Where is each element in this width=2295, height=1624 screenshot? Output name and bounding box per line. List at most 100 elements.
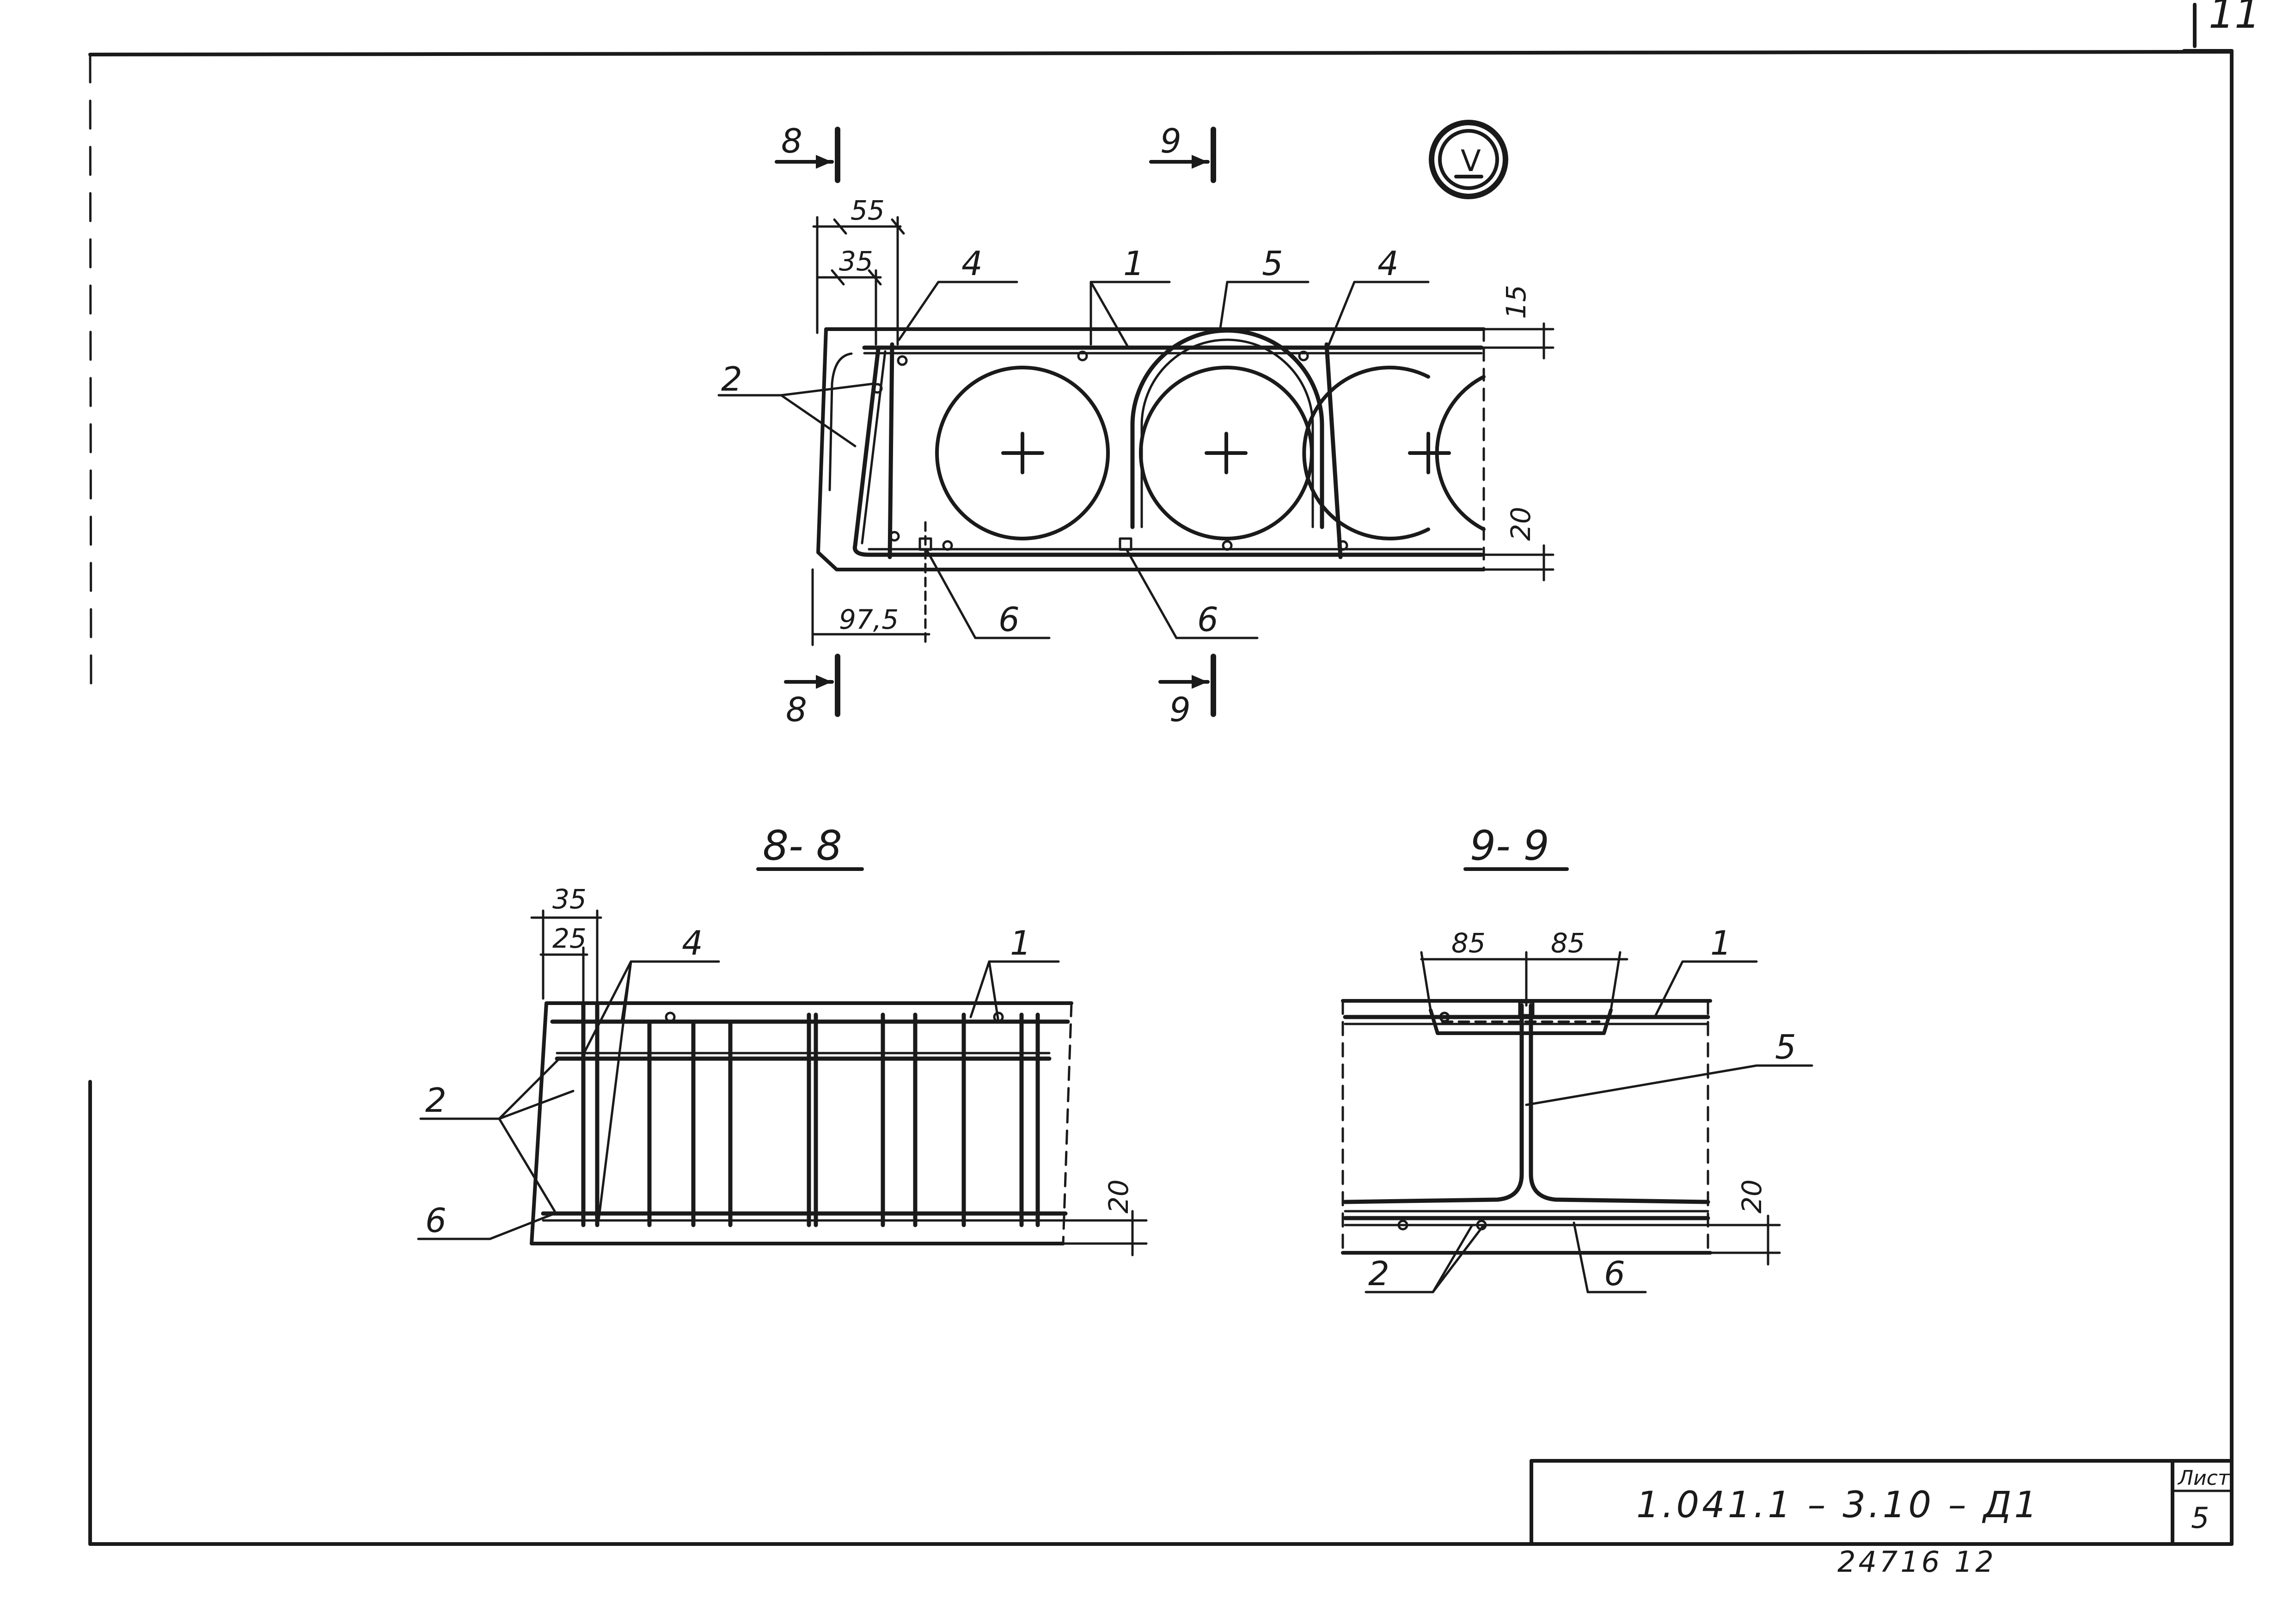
slab-cross-section: 8 9 8 9 55 35 15 20 (717, 122, 1554, 729)
vertical-bar-4-left (887, 342, 894, 559)
callout-5-label: 5 (1262, 244, 1283, 283)
s9-callout-5-leader (1525, 1064, 1813, 1106)
callout-6b-label: 6 (1197, 600, 1218, 639)
drawing-designation: 1.041.1 – 3.10 – Д1 (1636, 1484, 2040, 1526)
s9-callout-6-label: 6 (1604, 1254, 1625, 1293)
s9-dim-85-ext-left (1420, 951, 1432, 1011)
dim-35-tick-b (868, 269, 882, 286)
dim-55-tick-b (891, 218, 905, 235)
section-8-8-title: 8- 8 (763, 822, 842, 870)
callout-5-leader (1219, 281, 1310, 330)
s9-dim-20-label: 20 (1736, 1179, 1768, 1213)
bar-dot (1222, 540, 1233, 551)
bar-dot (942, 540, 953, 551)
section-8-bottom-arrowhead (816, 675, 832, 689)
s8-callout-2-leader-c (498, 1117, 556, 1213)
frame-left-line-upper (89, 53, 92, 695)
section-8-8-break (1062, 1002, 1073, 1245)
dim-20-label: 20 (1505, 507, 1536, 541)
s9-loop-bar-5-left (1343, 1003, 1524, 1204)
bar-dot (1337, 540, 1348, 551)
section-8-top-label: 8 (781, 122, 802, 160)
callout-4b-label: 4 (1377, 244, 1399, 283)
dim-35-label: 35 (839, 245, 873, 277)
dim-15-label: 15 (1500, 285, 1532, 319)
s9-callout-1-leader (1653, 960, 1758, 1018)
section-9-9-title: 9- 9 (1470, 822, 1549, 870)
s9-callout-6-leader (1573, 1221, 1647, 1293)
bar-dot (1077, 350, 1088, 362)
s8-callout-1-leader (969, 960, 1060, 1018)
s8-callout-6-label: 6 (425, 1201, 447, 1240)
s8-callout-4-leader (583, 960, 720, 1053)
s9-callout-5-label: 5 (1775, 1028, 1796, 1066)
s8-vertical-bars (581, 1001, 1040, 1227)
bar-dot (1439, 1011, 1450, 1023)
dim-55-label: 55 (851, 195, 885, 226)
callout-6a-label: 6 (998, 600, 1020, 639)
bar-dot (1397, 1220, 1408, 1231)
section-9-top-arrowhead (1192, 155, 1208, 169)
view-marker-label: V (1461, 144, 1481, 178)
s8-callout-6-leader (417, 1212, 556, 1240)
archive-number: 24716 12 (1837, 1545, 1996, 1579)
callout-1-leader-b (1089, 281, 1129, 348)
view-marker: V (1429, 120, 1508, 199)
bar-square (1119, 537, 1132, 551)
callout-6a-leader (925, 549, 1051, 639)
title-block: 1.041.1 – 3.10 – Д1 Лист 5 24716 12 (1530, 1459, 2234, 1579)
void-circle-3 (1302, 366, 1430, 540)
s9-dim-85b-label: 85 (1551, 927, 1585, 959)
frame-bar-2-hook (828, 352, 853, 491)
dim-55-tick-a (833, 218, 847, 235)
section-9-bottom-arrowhead (1192, 675, 1208, 689)
s8-dim-25-label: 25 (552, 923, 587, 954)
s8-dim-20-label: 20 (1103, 1179, 1134, 1213)
section-8-bottom-label: 8 (786, 690, 807, 729)
s9-dim-85a-label: 85 (1451, 927, 1486, 959)
list-number: 5 (2191, 1501, 2209, 1535)
view-marker-outer-ring (1429, 120, 1508, 199)
bar-dot (665, 1011, 676, 1023)
bar-dot (872, 383, 883, 394)
bar-dot (889, 531, 900, 542)
callout-2-label: 2 (721, 360, 742, 398)
s9-dim-85-ext-right (1610, 951, 1622, 1011)
callout-4b-leader (1328, 281, 1430, 346)
s8-callout-4-leader-c (620, 960, 632, 1023)
dim-35-tick-a (831, 269, 845, 286)
callout-1-label: 1 (1123, 244, 1144, 283)
title-block-frame (1530, 1459, 2234, 1546)
s8-callout-4-leader-b (597, 960, 632, 1222)
section-9-bottom-label: 9 (1169, 690, 1191, 729)
callout-4a-leader (898, 281, 1018, 341)
frame-top-line (88, 50, 2234, 56)
section-9-top-label: 9 (1160, 122, 1181, 160)
list-label: Лист (2177, 1466, 2230, 1490)
section-9-9: 9- 9 85 85 20 1 (1341, 822, 1813, 1293)
page-number: 11 (2209, 0, 2260, 37)
s9-callout-2-leader-b (1432, 1224, 1485, 1293)
slab-outline (816, 327, 1486, 571)
s8-callout-2-label: 2 (425, 1081, 447, 1120)
section-8-8: 8- 8 (417, 822, 1148, 1256)
s8-callout-4-label: 4 (682, 924, 703, 962)
frame-bar-2-outer (852, 347, 881, 557)
callout-2-leader-b (780, 394, 857, 447)
section-8-top-arrowhead (816, 155, 832, 169)
view-marker-inner-ring (1438, 129, 1499, 190)
callout-1-leader (1089, 281, 1171, 346)
s8-callout-1-label: 1 (1010, 924, 1031, 962)
s9-loop-bar-5-right (1529, 1003, 1710, 1204)
loop-bar-5-inner (1140, 338, 1314, 528)
bar-dot (897, 355, 908, 366)
s8-callout-2-leader-b (498, 1090, 575, 1120)
section-8-8-outline (530, 1001, 1073, 1245)
s9-callout-1-label: 1 (1710, 924, 1732, 962)
s8-dim-35-label: 35 (552, 883, 587, 915)
void-circle-1 (935, 366, 1110, 540)
sheet-frame: 11 (88, 0, 2260, 1546)
loop-bar-5-outer (1130, 328, 1324, 529)
frame-bar-2-inner (861, 350, 887, 545)
